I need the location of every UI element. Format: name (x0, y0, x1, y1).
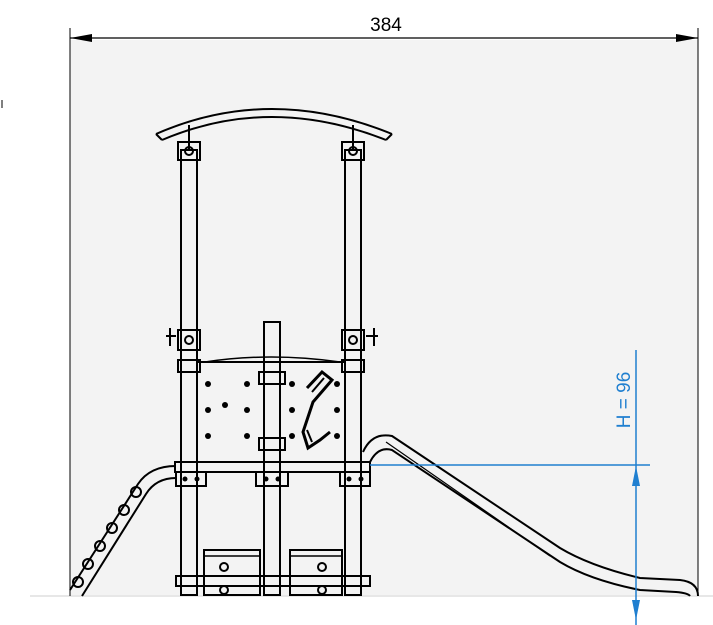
height-arrow-down (632, 600, 640, 620)
dim-arrow-right (676, 34, 698, 42)
drawing-panel (70, 40, 698, 595)
width-dim-label: 384 (370, 15, 402, 36)
center-post (263, 321, 281, 596)
left-climbing-wall (69, 465, 177, 597)
lower-step-panels (175, 549, 371, 596)
width-dimension: 384 (69, 15, 699, 596)
height-arrow-up (632, 466, 640, 486)
slide (362, 434, 699, 597)
side-panel (177, 356, 365, 463)
dim-arrow-left (70, 34, 92, 42)
s-grip (301, 369, 335, 451)
height-dimension: H = 96 (370, 350, 650, 625)
height-dim-label: H = 96 (614, 372, 635, 429)
